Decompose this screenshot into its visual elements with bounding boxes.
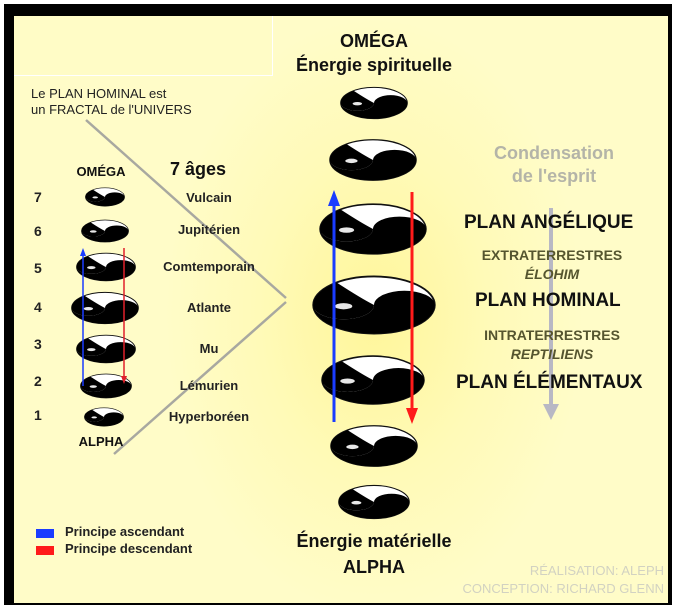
age-number: 5: [34, 260, 42, 276]
age-name: Vulcain: [186, 190, 232, 205]
yinyang-central-2: [328, 138, 418, 182]
yinyang-central-3: [318, 203, 428, 255]
alpha-label: ALPHA: [343, 557, 405, 577]
omega-label: OMÉGA: [339, 31, 408, 51]
yinyang-age-3: [75, 334, 137, 364]
age-name: Lémurien: [179, 378, 239, 393]
credits: RÉALISATION: ALEPH CONCEPTION: RICHARD G…: [409, 562, 664, 598]
ages-alpha-label: ALPHA: [78, 434, 124, 449]
diagram-canvas: OMÉGA Énergie spirituelle Énergie matéri…: [14, 16, 668, 603]
descending-arrowhead-main: [406, 408, 418, 424]
age-number: 7: [34, 189, 42, 205]
age-name: Jupitérien: [177, 222, 241, 237]
yinyang-central-6: [329, 424, 419, 468]
blank-header-box: [14, 16, 273, 76]
material-energy-label: Énergie matérielle: [296, 531, 452, 551]
yinyang-central-7: [337, 484, 411, 520]
alpha-footer: Énergie matérielle ALPHA: [269, 528, 479, 580]
age-name: Comtemporain: [163, 259, 255, 274]
ages-omega-label: OMÉGA: [76, 164, 126, 179]
age-name: Mu: [199, 341, 219, 356]
condensation-line2: de l'esprit: [511, 166, 597, 186]
plan-angelique-label: PLAN ANGÉLIQUE: [464, 212, 634, 233]
diagram-graphics: [70, 86, 559, 520]
ascending-arrowhead-small: [80, 248, 86, 256]
age-name: Atlante: [186, 300, 232, 315]
yinyang-age-5: [75, 252, 137, 282]
fractal-note-line1: Le PLAN HOMINAL est: [31, 86, 167, 101]
age-number: 3: [34, 336, 42, 352]
age-number: 1: [34, 407, 42, 423]
yinyang-age-6: [80, 219, 130, 243]
credit-conception: CONCEPTION: RICHARD GLENN: [462, 581, 664, 596]
yinyang-age-7: [84, 187, 126, 207]
connector-line-upper: [85, 119, 287, 299]
age-name: Hyperboréen: [168, 409, 250, 424]
condensation-line1: Condensation: [494, 143, 614, 163]
credit-realisation: RÉALISATION: ALEPH: [529, 563, 664, 578]
intraterrestres-label: INTRATERRESTRES: [484, 327, 620, 343]
extraterrestres-label: EXTRATERRESTRES: [481, 247, 623, 263]
legend-swatch-ascending: [36, 529, 54, 538]
elohim-label: ÉLOHIM: [524, 266, 580, 282]
yinyang-central-5: [320, 354, 426, 406]
yinyang-age-1: [83, 407, 125, 427]
age-number: 4: [34, 299, 42, 315]
age-number: 6: [34, 223, 42, 239]
fractal-note: Le PLAN HOMINAL est un FRACTAL de l'UNIV…: [31, 86, 192, 118]
omega-header: OMÉGA Énergie spirituelle: [274, 29, 474, 77]
condensation-label: Condensation de l'esprit: [474, 142, 634, 188]
yinyang-central-4: [311, 275, 437, 335]
legend-label-descending: Principe descendant: [65, 541, 193, 556]
age-number: 2: [34, 373, 42, 389]
plan-elementaux-label: PLAN ÉLÉMENTAUX: [456, 372, 643, 393]
condensation-arrowhead: [543, 404, 559, 420]
plan-hominal-label: PLAN HOMINAL: [475, 290, 621, 311]
legend-swatch-descending: [36, 546, 54, 555]
descending-arrowhead-small: [121, 376, 127, 384]
diagram-frame: OMÉGA Énergie spirituelle Énergie matéri…: [4, 4, 672, 605]
yinyang-age-4: [70, 291, 140, 325]
yinyang-central-1: [339, 86, 409, 120]
legend-label-ascending: Principe ascendant: [65, 524, 185, 539]
spiritual-energy-label: Énergie spirituelle: [295, 55, 453, 75]
ages-title: 7 âges: [170, 159, 227, 179]
reptiliens-label: REPTILIENS: [510, 346, 594, 362]
ascending-arrowhead-main: [328, 190, 340, 206]
fractal-note-line2: un FRACTAL de l'UNIVERS: [31, 102, 192, 117]
connector-line-lower: [113, 301, 287, 455]
